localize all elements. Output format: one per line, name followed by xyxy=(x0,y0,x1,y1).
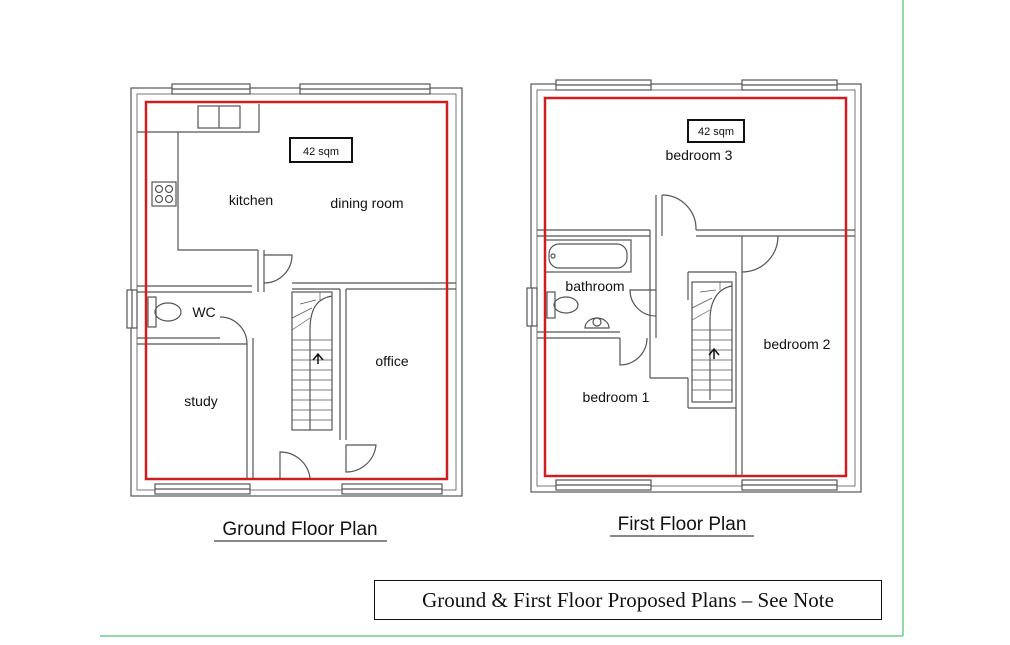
first-room-bedroom2: bedroom 2 xyxy=(764,336,831,352)
ground-room-wc: WC xyxy=(192,304,215,320)
first-red-outline xyxy=(543,96,848,478)
ground-room-dining: dining room xyxy=(330,195,403,211)
ground-kitchen-door xyxy=(263,254,293,284)
ground-floor-title: Ground Floor Plan xyxy=(222,519,377,540)
first-area-label: 42 sqm xyxy=(698,126,734,138)
first-bedroom3-door xyxy=(661,194,697,231)
ground-wc-door xyxy=(219,316,248,345)
first-room-bedroom3: bedroom 3 xyxy=(666,147,733,163)
ground-room-kitchen: kitchen xyxy=(229,192,273,208)
first-floor-plan xyxy=(526,79,862,493)
first-area-box xyxy=(687,119,745,143)
ground-stairs xyxy=(291,291,333,431)
ground-office-door xyxy=(345,444,377,473)
ground-front-door xyxy=(279,451,311,479)
first-bedroom2-door xyxy=(741,235,779,273)
ground-red-outline xyxy=(144,100,449,481)
first-floor-title: First Floor Plan xyxy=(618,514,747,535)
ground-floor-plan xyxy=(126,83,463,497)
first-room-bedroom1: bedroom 1 xyxy=(583,389,650,405)
first-toilet-icon xyxy=(553,296,579,314)
ground-area-box xyxy=(289,137,353,163)
sheet-caption: Ground & First Floor Proposed Plans – Se… xyxy=(374,580,882,620)
first-room-bathroom: bathroom xyxy=(565,278,624,294)
ground-toilet-icon xyxy=(154,302,182,322)
ground-room-study: study xyxy=(184,393,217,409)
bath-icon xyxy=(544,239,632,273)
ground-area-label: 42 sqm xyxy=(303,146,339,158)
hob-icon xyxy=(151,181,177,207)
first-bathroom-door xyxy=(629,289,657,317)
first-stairs xyxy=(691,281,733,403)
ground-room-office: office xyxy=(375,353,408,369)
first-bedroom1-door xyxy=(619,337,648,366)
